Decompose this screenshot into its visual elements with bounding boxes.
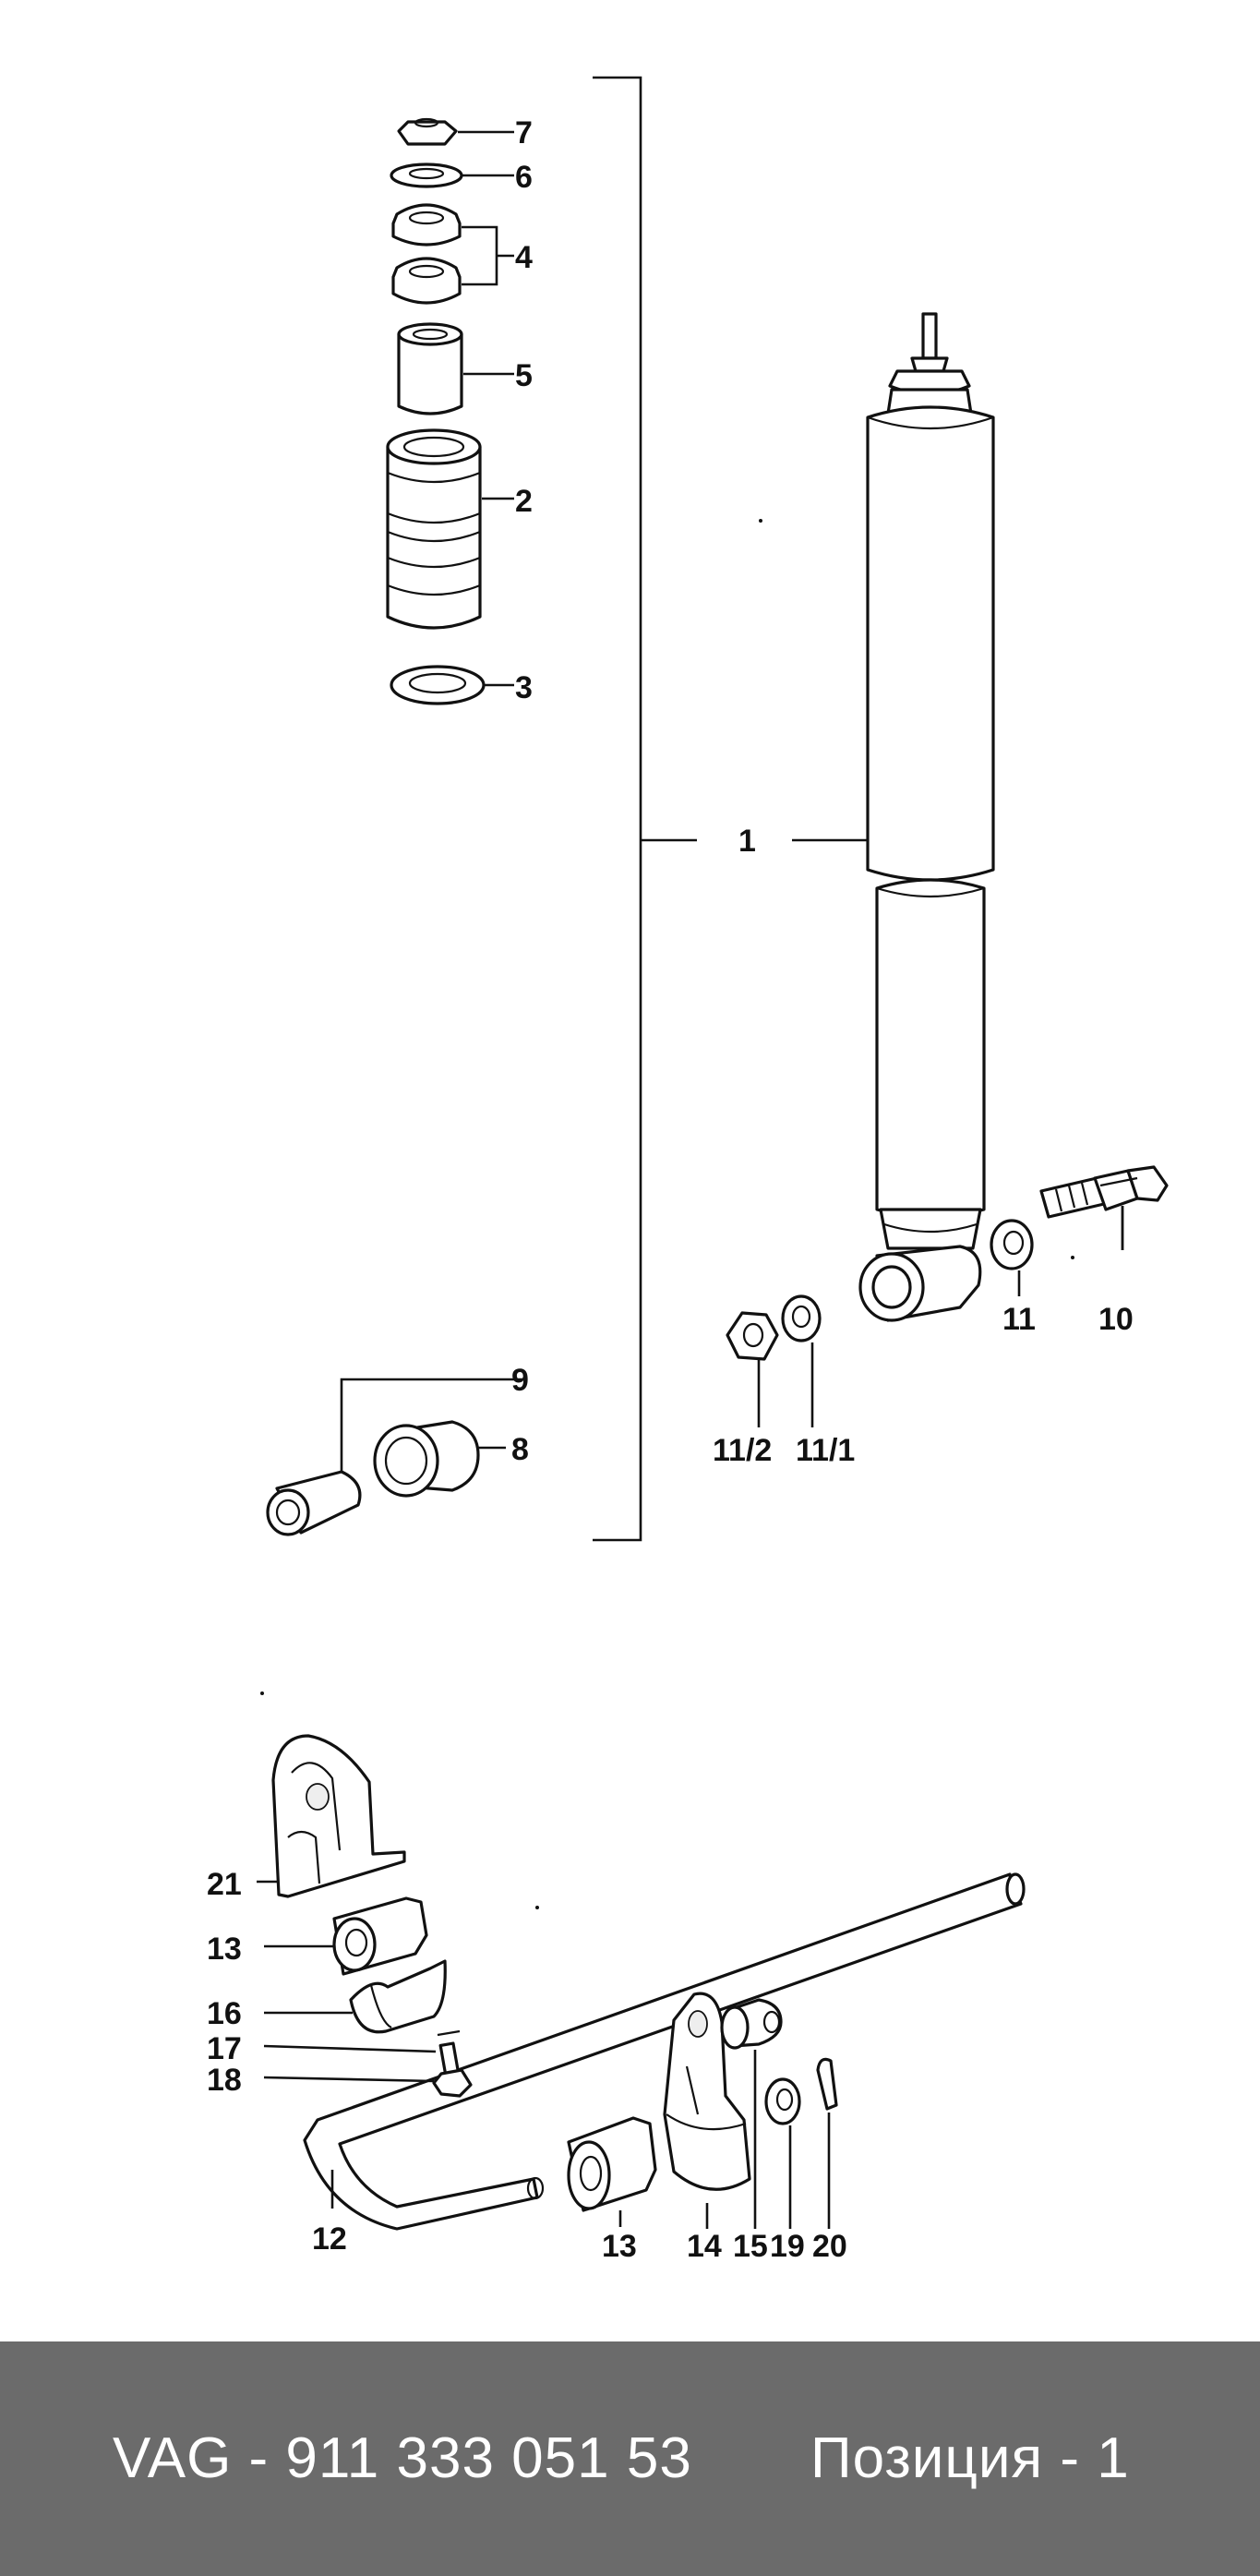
callout-5: 5 xyxy=(515,358,533,393)
rubber-mount-part-4 xyxy=(391,203,514,305)
bushing-part-15 xyxy=(720,1998,783,2229)
callout-12: 12 xyxy=(312,2221,347,2257)
bump-stop-part-2 xyxy=(386,428,514,630)
callout-17: 17 xyxy=(207,2031,242,2066)
callout-14: 14 xyxy=(687,2229,722,2264)
washer-part-6 xyxy=(390,163,514,188)
callout-16: 16 xyxy=(207,1996,242,2031)
callout-4: 4 xyxy=(515,240,533,275)
callout-18: 18 xyxy=(207,2063,242,2098)
nut-part-18 xyxy=(263,2068,473,2098)
bush-part-8 xyxy=(373,1420,506,1498)
clamp-bracket-part-21 xyxy=(257,1734,406,1898)
bush-part-13-lower xyxy=(567,2116,657,2227)
callout-labels: 1 2 3 4 5 6 7 8 9 10 11 11/1 11/2 12 13 … xyxy=(207,115,1134,2264)
position-label: Позиция - 1 xyxy=(810,2426,1130,2490)
clamp-part-16 xyxy=(264,1959,447,2034)
callout-8: 8 xyxy=(511,1432,529,1467)
callout-11-1: 11/1 xyxy=(796,1433,855,1468)
callout-21: 21 xyxy=(207,1867,242,1902)
callout-15: 15 xyxy=(733,2229,768,2264)
sleeve-part-5 xyxy=(397,322,514,415)
washer-part-11-1 xyxy=(781,1294,822,1427)
nut-part-7 xyxy=(397,117,514,146)
callout-13-lower: 13 xyxy=(602,2229,637,2264)
footer-bar: VAG - 911 333 051 53 Позиция - 1 xyxy=(0,2341,1260,2576)
cotter-pin-part-20 xyxy=(816,2057,838,2229)
callout-7: 7 xyxy=(515,115,533,150)
washer-part-19 xyxy=(764,2077,801,2229)
callout-3: 3 xyxy=(515,670,533,705)
callout-19: 19 xyxy=(770,2229,805,2264)
washer-part-11 xyxy=(990,1219,1034,1296)
link-bracket-part-14 xyxy=(663,1992,751,2229)
ring-part-3 xyxy=(390,665,514,705)
screw-part-17 xyxy=(263,2029,461,2078)
callout-2: 2 xyxy=(515,484,533,519)
bolt-part-10 xyxy=(1039,1165,1169,1250)
callout-1: 1 xyxy=(738,824,756,859)
bush-part-13-upper xyxy=(264,1896,428,1976)
shock-absorber-part-1 xyxy=(759,312,1074,1322)
callout-13-upper: 13 xyxy=(207,1932,242,1967)
callout-11: 11 xyxy=(1002,1302,1036,1337)
inner-sleeve-part-9 xyxy=(266,1378,522,1536)
assembly-bracket xyxy=(593,76,872,1542)
callout-9: 9 xyxy=(511,1363,529,1398)
callout-6: 6 xyxy=(515,160,533,195)
part-code-label: VAG - 911 333 051 53 xyxy=(113,2426,692,2490)
callout-20: 20 xyxy=(812,2229,847,2264)
stabilizer-bar-part-12 xyxy=(260,1691,1026,2231)
exploded-parts-diagram: 1 2 3 4 5 6 7 8 9 10 11 11/1 11/2 12 13 … xyxy=(207,76,1169,2264)
callout-11-2: 11/2 xyxy=(713,1433,772,1468)
nut-part-11-2 xyxy=(726,1311,779,1427)
callout-10: 10 xyxy=(1098,1302,1134,1337)
